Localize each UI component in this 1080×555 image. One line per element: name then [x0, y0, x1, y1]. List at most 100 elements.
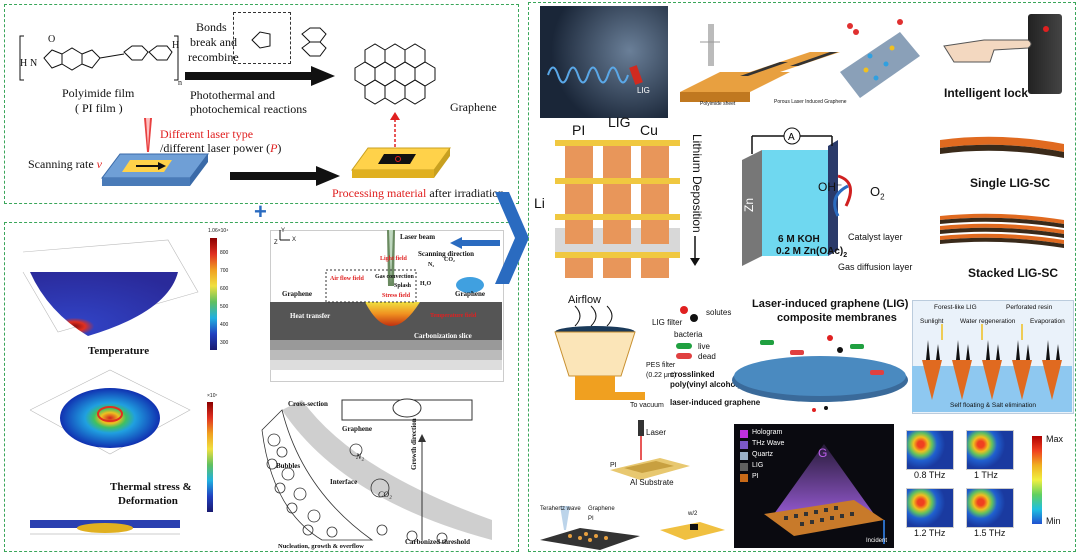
axis-y: Y	[281, 228, 286, 234]
porous-lig-diagram	[680, 19, 920, 102]
cu-label: Cu	[640, 122, 658, 138]
reaction-arrow	[185, 66, 335, 86]
bonds-text: Bonds	[196, 20, 227, 34]
colorbar1-tick: 500	[220, 304, 229, 310]
temperature-label: Temperature	[88, 345, 150, 357]
colorbar1-tick: 300	[220, 340, 229, 346]
graphene-label: Graphene	[450, 100, 497, 114]
lig-head-label: LIG	[637, 86, 650, 95]
laser-power-p: P	[270, 141, 278, 155]
legend-swatch	[740, 430, 748, 438]
legend-swatch	[740, 452, 748, 460]
colorbar1-tick: 700	[220, 268, 229, 274]
axis-x: X	[292, 237, 297, 243]
panel-simulation	[4, 222, 519, 552]
mol-H2: H	[172, 40, 180, 51]
colorbar1-top: 1.06×10⁴	[208, 228, 229, 234]
co2-bubble-label: CO₂	[378, 490, 392, 499]
water-regen-label: Water regeneration	[960, 318, 1016, 325]
polyimide-sheet-label: Polyimide sheet	[700, 101, 736, 107]
laser-setup-diagram	[610, 420, 690, 480]
colorbar1-tick: 600	[220, 286, 229, 292]
dead-bacteria-icon	[676, 353, 692, 359]
stacked-lig-sc-label: Stacked LIG-SC	[968, 266, 1059, 280]
terahertz-wave-label: Terahertz wave	[540, 506, 581, 512]
co2-label: CO₂	[444, 257, 455, 263]
processing-label: Processing material after irradiation	[332, 186, 504, 201]
growth-direction-label: Growth direction	[410, 418, 418, 470]
colorbar-temperature	[210, 238, 217, 350]
bonds-text-2: break and	[190, 35, 237, 49]
ring-g-label: G	[818, 446, 828, 460]
processed-plate	[351, 147, 451, 178]
o2-label: O2	[870, 184, 885, 202]
lithium-deposition-label: Lithium Deposition	[690, 134, 704, 233]
hologram-diagram	[764, 444, 885, 544]
bond-break-box	[233, 12, 291, 64]
light-field-label: Light field	[380, 256, 407, 262]
membrane-diagram	[732, 335, 908, 412]
temperature-field-label: Temperature field	[430, 313, 477, 319]
photo-text-2: photochemical reactions	[190, 102, 307, 116]
cross-section-label: Cross-section	[288, 400, 328, 408]
stress-field-label: Stress field	[382, 293, 411, 299]
pi-film-label: Polyimide film	[62, 86, 135, 100]
splash-label: Splash	[394, 283, 412, 289]
carbonized-threshold-label: Carbonized threshold	[405, 538, 471, 546]
mol-N: N	[30, 58, 38, 69]
laser-power-label: /different laser power (P)	[160, 141, 281, 156]
filter-funnel	[554, 305, 645, 400]
processing-black: after irradiation	[426, 186, 505, 200]
single-lig-sc-label: Single LIG-SC	[970, 176, 1051, 190]
laser-label: Laser	[646, 428, 667, 437]
legend-label: THz Wave	[752, 440, 785, 447]
heat-transfer-label: Heat transfer	[290, 312, 331, 320]
irradiation-arrow	[390, 112, 400, 152]
legend-label: Quartz	[752, 451, 774, 458]
al-substrate-label: Al Substrate	[630, 478, 674, 487]
sound-wave-icon	[547, 65, 643, 85]
pi-film-label-2: ( PI film )	[75, 101, 123, 115]
hand-icon	[943, 39, 1032, 63]
lig-filter-label: LIG filter	[652, 318, 683, 327]
colorbar-max-min	[1032, 436, 1042, 524]
scanning-direction-label: Scanning direction	[418, 250, 475, 258]
scan-rate-text: Scanning rate	[28, 157, 94, 171]
n2-label: N₂	[428, 262, 435, 268]
chevron-right-icon	[495, 192, 529, 284]
graphene-right-label: Graphene	[455, 290, 485, 298]
o2-sub: 2	[880, 192, 885, 202]
lithium-deposition-diagram	[555, 140, 680, 278]
graphene-structure	[354, 43, 436, 105]
bubble-growth-sketch	[261, 398, 492, 544]
bond-break-molecule	[251, 27, 327, 57]
sunlight-label: Sunlight	[920, 318, 944, 325]
laser-beam-icon	[144, 118, 152, 152]
pi-label: PI	[572, 122, 586, 138]
panel-applications	[528, 2, 1076, 552]
pi-small-label: PI	[610, 462, 617, 469]
membranes-title: Laser-induced graphene (LIG)	[752, 298, 909, 310]
deformation-bar	[30, 520, 180, 535]
stacked-lig-sc-image	[940, 213, 1064, 248]
nucleation-label: Nucleation, growth & overflow	[278, 543, 364, 550]
thermal-stress-label: Thermal stress &	[110, 481, 192, 493]
crosslinked-label: crosslinked	[670, 370, 715, 379]
bacteria-label: bacteria	[674, 330, 703, 339]
laser-type-label: Different laser type	[160, 127, 254, 141]
deposition-arrow	[690, 236, 700, 266]
incident-label: Incident	[866, 538, 888, 544]
axis-z: Z	[274, 240, 278, 246]
solute-dot-red	[680, 306, 688, 314]
head-sensor-image	[540, 6, 668, 118]
porous-lig-label: Porous Laser Induced Graphene	[774, 99, 847, 105]
interface-label: Interface	[330, 478, 358, 486]
lock-red-dot	[1043, 26, 1049, 32]
perforated-resin-label: Perforated resin	[1006, 304, 1053, 311]
forest-lig-label: Forest-like LIG	[934, 304, 977, 311]
frequency-label: 1.5 THz	[974, 528, 1006, 538]
membranes-title-2: composite membranes	[777, 312, 897, 324]
laser-power-text: /different laser power (	[160, 141, 271, 155]
lig-label: LIG	[608, 114, 631, 130]
process-arrow	[230, 166, 340, 186]
